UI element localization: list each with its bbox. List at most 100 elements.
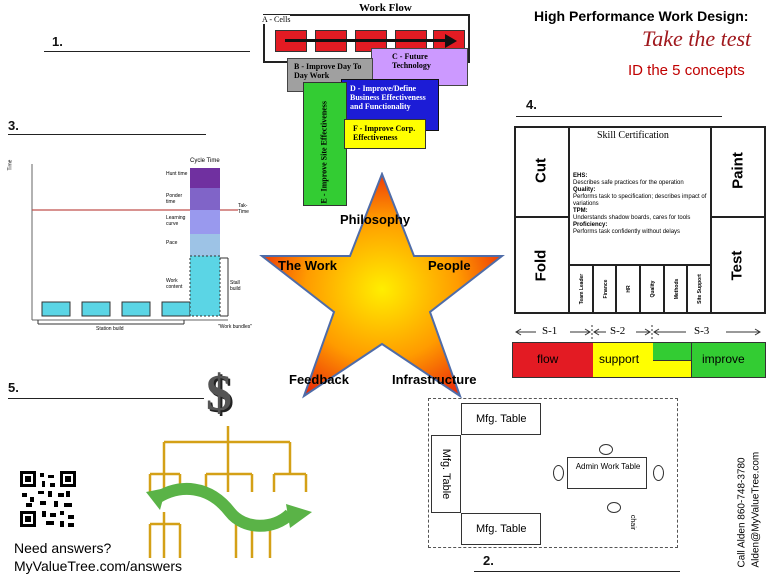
chair-label: chair	[629, 514, 637, 531]
skill-fold-cell	[515, 217, 569, 313]
qr-code[interactable]	[20, 471, 76, 527]
bar-flow-label: flow	[537, 352, 559, 366]
skill-matrix: Skill Certification EHS: Describes safe …	[514, 126, 766, 314]
station-label: Station build	[96, 326, 124, 332]
chair-1	[599, 444, 613, 455]
mfg-table-top: Mfg. Table	[461, 403, 541, 435]
proficiency-title: Proficiency:	[573, 222, 608, 228]
hunt-label: Hunt time	[166, 171, 188, 177]
answer-line-5	[8, 398, 204, 399]
mfg-table-top-label: Mfg. Table	[476, 413, 527, 425]
admin-table-label: Admin Work Table	[575, 462, 641, 471]
mfg-table-bottom-label: Mfg. Table	[476, 523, 527, 535]
chair-3	[653, 465, 664, 481]
bar-support-label: support	[599, 352, 640, 366]
station-bar-2	[81, 301, 111, 317]
skill-fold: Fold	[532, 249, 550, 282]
star-the-work: The Work	[278, 258, 337, 273]
ehs-title: EHS:	[573, 173, 588, 179]
answer-line-2	[474, 571, 680, 572]
work-label: Work content	[166, 278, 183, 290]
station-bar-1	[41, 301, 71, 317]
header-title: High Performance Work Design:	[534, 8, 749, 24]
pace-label: Pace	[166, 240, 178, 246]
star-philosophy: Philosophy	[340, 212, 411, 227]
box-c-label: C - Future Technology	[392, 52, 431, 70]
skill-column-label: Finance	[602, 279, 609, 299]
proficiency-text: Performs task confidently without delays	[573, 229, 681, 235]
bar-improve: improve	[692, 343, 765, 377]
station-chart: Time Cycle Time Tak-Time Hunt time Ponde…	[7, 150, 264, 340]
bar-support: support	[593, 343, 654, 377]
mfg-table-bottom: Mfg. Table	[461, 513, 541, 545]
quality-text: Performs task to specification; describe…	[573, 194, 707, 207]
cells-label: A - Cells	[262, 15, 291, 24]
skill-column-label: Methods	[673, 278, 680, 300]
need-answers: Need answers?	[14, 540, 112, 556]
stage-s2: S-2	[610, 325, 626, 337]
skill-descriptions: EHS: Describes safe practices for the op…	[573, 173, 709, 236]
skill-column-1: Team Leader	[569, 265, 593, 313]
bar-mid-yellow	[653, 361, 692, 377]
bar-flow: flow	[513, 343, 594, 377]
bar-improve-label: improve	[702, 352, 745, 366]
station-bar-4	[161, 301, 191, 317]
learning-label: Learning curve	[166, 215, 186, 227]
workflow-diagram: Work Flow A - Cells C - Future Technolog…	[255, 0, 470, 206]
chart-ylabel: Time	[7, 159, 14, 171]
star-feedback: Feedback	[289, 372, 349, 387]
stage-s1: S-1	[542, 325, 558, 337]
skill-test-cell	[711, 217, 765, 313]
tpm-title: TPM:	[573, 208, 588, 214]
mfg-table-left-label: Mfg. Table	[440, 448, 452, 500]
box-f-label: F - Improve Corp. Effectiveness	[353, 124, 416, 142]
bar-mid-green	[653, 343, 692, 361]
label-4: 4.	[526, 97, 537, 112]
contact-email[interactable]: Alden@MyValueTree.com	[750, 451, 762, 568]
skill-cut-cell	[515, 127, 569, 217]
stage-scale: S-1 S-2 S-3	[514, 324, 766, 340]
skill-test: Test	[728, 250, 746, 281]
box-e: E - Improve Site Effectiveness	[303, 82, 347, 206]
skill-column-4: Quality	[640, 265, 664, 313]
tpm-text: Understands shadow boards, cares for too…	[573, 215, 691, 221]
answers-link[interactable]: MyValueTree.com/answers	[14, 558, 183, 574]
chair-4	[607, 502, 621, 513]
skill-paint-cell	[711, 127, 765, 217]
answer-line-4	[516, 116, 722, 117]
header-subtitle: Take the test	[642, 26, 752, 51]
ehs-text: Describes safe practices for the operati…	[573, 180, 684, 186]
skill-column-6: Site Support	[687, 265, 711, 313]
label-1: 1.	[52, 34, 63, 49]
progression-bar: flow support improve	[512, 342, 766, 378]
skill-center-cell	[569, 127, 711, 265]
skill-title: Skill Certification	[597, 130, 669, 141]
ponder-label: Ponder time	[166, 193, 183, 205]
skill-column-label: HR	[626, 285, 633, 293]
dollar-icon: $	[206, 365, 232, 422]
admin-table: Admin Work Table	[567, 457, 647, 489]
box-d-label: D - Improve/Define Business Effectivenes…	[350, 84, 426, 111]
cycle-time-label: Cycle Time	[190, 158, 220, 164]
answer-line-3	[8, 134, 206, 135]
quality-title: Quality:	[573, 187, 596, 193]
chair-2	[553, 465, 564, 481]
bundles-label: "Work bundles"	[218, 324, 253, 330]
label-5: 5.	[8, 380, 19, 395]
star-people: People	[428, 258, 471, 273]
workflow-title: Work Flow	[359, 2, 412, 14]
value-tree	[146, 426, 312, 558]
station-bar-3	[121, 301, 151, 317]
takt-label: Tak-Time	[238, 203, 249, 215]
skill-column-3: HR	[616, 265, 640, 313]
box-b-label: B - Improve Day To Day Work	[294, 62, 362, 80]
flow-arrow-line	[285, 39, 447, 42]
skill-column-5: Methods	[663, 265, 688, 313]
stage-s3: S-3	[694, 325, 710, 337]
skill-column-label: Site Support	[697, 274, 704, 304]
label-2: 2.	[483, 553, 494, 568]
answer-line-1	[44, 51, 250, 52]
skill-paint: Paint	[729, 152, 747, 189]
flow-arrow-head	[445, 34, 457, 48]
skill-column-label: Team Leader	[578, 273, 585, 305]
